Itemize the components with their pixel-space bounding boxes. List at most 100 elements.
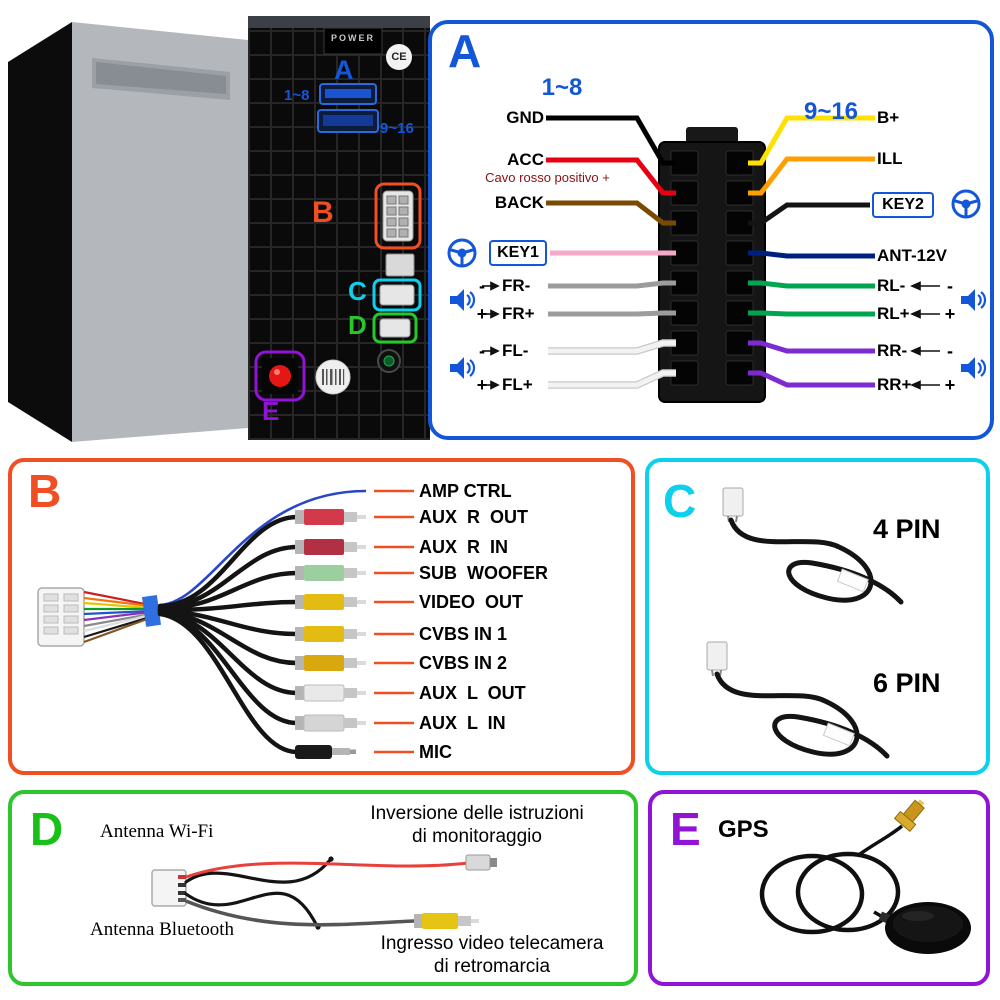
panel-b-title: B	[28, 465, 62, 517]
gps-cable-coil	[759, 824, 904, 935]
bluetooth-antenna-wire	[184, 891, 319, 928]
mic-plug	[295, 745, 356, 759]
rca-plug-subwoofer	[295, 565, 366, 581]
harness-label: CVBS IN 1	[419, 624, 508, 644]
wire-back	[546, 200, 676, 226]
pin-label-fr-plus: FR+	[502, 304, 535, 323]
head-unit-graphic	[8, 16, 430, 442]
harness-label: AUX R OUT	[419, 507, 529, 527]
header-1-8: 1~8	[541, 74, 583, 101]
panel-b-rca-harness: B AMP CTRL AUX R OUT AUX R IN SUB WOOFER…	[8, 458, 635, 775]
unit-marker-b: B	[312, 196, 334, 229]
rca-plug-aux-l-in	[295, 714, 366, 732]
pin-label-back: BACK	[494, 193, 544, 212]
pin-label-fr-minus: FR-	[502, 276, 531, 295]
unit-range-1-8: 1~8	[284, 87, 310, 104]
pin-label-key1: KEY1	[489, 240, 547, 266]
pin-label-fl-minus: FL-	[502, 341, 529, 360]
camera-note-line1: Ingresso video telecamera	[380, 933, 604, 954]
wire-b-plus	[748, 115, 875, 166]
wire-ill	[748, 156, 875, 196]
iso-connector-block	[658, 127, 766, 403]
harness-label: AUX R IN	[419, 537, 509, 557]
wire-rr-plus	[748, 370, 875, 388]
harness-label: CVBS IN 2	[419, 653, 508, 673]
label-4pin: 4 PIN	[873, 514, 941, 544]
cable-6pin	[706, 641, 890, 759]
pin-label-ill: ILL	[877, 149, 903, 168]
connector-d	[372, 312, 418, 344]
pin-label-gnd: GND	[506, 108, 544, 127]
rca-plug-cvbs-in-2	[295, 655, 366, 671]
panel-e-gps: E GPS	[648, 790, 990, 986]
steering-wheel-icon	[447, 238, 477, 268]
left-speaker-pointers	[482, 281, 500, 390]
chassis-edge	[248, 16, 430, 28]
camera-rca-plug	[414, 913, 479, 929]
harness-label: MIC	[419, 742, 452, 762]
harness-label: SUB WOOFER	[419, 563, 548, 583]
camera-note-line2: di retromarcia	[433, 956, 551, 977]
rca-plug-aux-r-out	[295, 509, 366, 525]
wire-fr-minus	[548, 280, 676, 289]
polarity-plus: +	[944, 375, 956, 395]
pin-label-key2: KEY2	[872, 192, 934, 218]
antenna-jack	[377, 349, 401, 373]
unit-range-9-16: 9~16	[380, 120, 414, 137]
wire-ant12v	[748, 250, 875, 259]
rca-plug-aux-l-out	[295, 684, 366, 702]
rca-plug-aux-r-in	[295, 539, 366, 555]
panel-d-title: D	[30, 803, 64, 855]
pin-label-rl-minus: RL-	[877, 276, 906, 295]
pin-label-fl-plus: FL+	[502, 375, 533, 394]
harness-tape	[141, 595, 162, 627]
label-6pin: 6 PIN	[873, 668, 941, 698]
wire-fl-minus	[548, 340, 676, 354]
unit-marker-e: E	[262, 396, 280, 426]
pin-label-b-plus: B+	[877, 108, 900, 127]
polarity-minus: -	[479, 341, 485, 361]
unit-marker-d: D	[348, 310, 367, 340]
acc-note: Cavo rosso positivo +	[485, 170, 610, 185]
wire-rl-minus	[748, 280, 875, 289]
panel-c-pin-cables: C 4 PIN 6 PIN	[645, 458, 990, 775]
harness-label: AUX L OUT	[419, 683, 526, 703]
panel-a-diagram	[447, 115, 987, 403]
bluetooth-antenna-label: Antenna Bluetooth	[90, 919, 235, 940]
monitor-note-line1: Inversione delle istruzioni	[370, 803, 584, 824]
right-speaker-pointers	[910, 281, 940, 390]
polarity-plus: +	[476, 375, 488, 395]
chassis-side	[8, 22, 72, 442]
connector-c	[372, 278, 422, 312]
speaker-icon	[959, 287, 987, 313]
wire-fr-plus	[548, 310, 676, 317]
pin-label-rr-plus: RR+	[877, 375, 912, 394]
polarity-minus: -	[947, 276, 953, 296]
wire-fl-plus	[548, 370, 676, 388]
panel-e-title: E	[670, 803, 701, 855]
polarity-minus: -	[479, 276, 485, 296]
rca-plug-cvbs-in-1	[295, 626, 366, 642]
panel-c-diagram	[706, 487, 904, 759]
panel-d-diagram	[151, 854, 497, 930]
panel-e-diagram	[759, 799, 971, 954]
wire-gnd	[546, 115, 676, 166]
polarity-plus: +	[944, 304, 956, 324]
wire-rl-plus	[748, 310, 875, 317]
top-cover	[72, 22, 248, 442]
harness-label: AUX L IN	[419, 713, 506, 733]
connector-a-ports	[317, 83, 379, 133]
monitor-note-line2: di monitoraggio	[412, 826, 542, 847]
head-unit-photo: POWER CE A 1~8 9~16 B C D E	[0, 0, 445, 455]
pin-label-ant-12v: ANT-12V	[877, 246, 947, 265]
unit-marker-a: A	[334, 55, 354, 85]
reverse-signal-wire	[185, 861, 469, 879]
wire-key2	[748, 202, 870, 226]
steering-wheel-icon	[951, 189, 981, 219]
polarity-minus: -	[947, 341, 953, 361]
gps-label: GPS	[718, 816, 769, 843]
panel-c-title: C	[663, 475, 697, 527]
amp-ctrl-wire	[159, 489, 367, 607]
leader-lines	[374, 489, 414, 754]
